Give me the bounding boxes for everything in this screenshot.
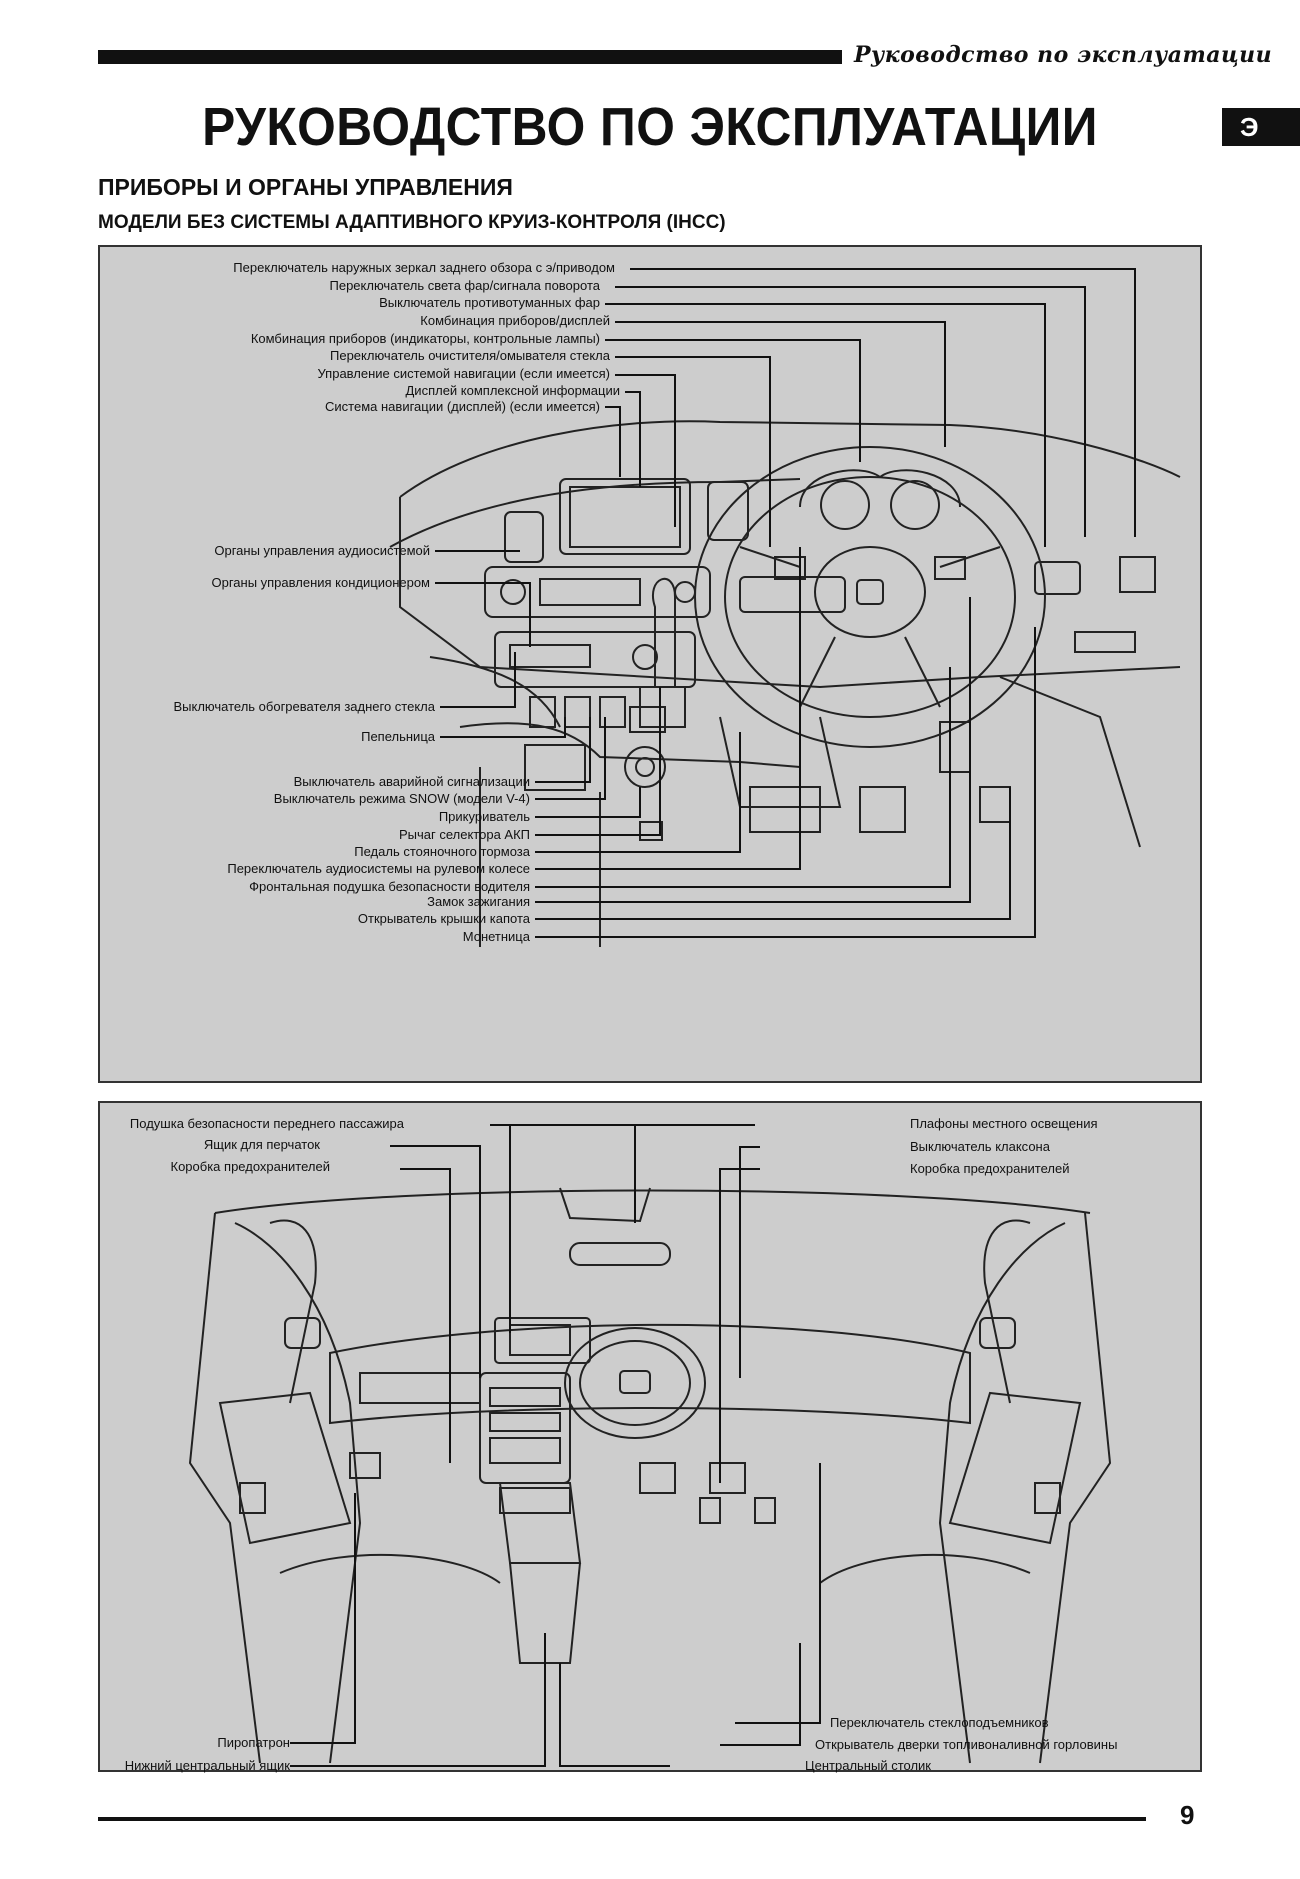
label-lower-center-box: Нижний центральный ящик: [124, 1758, 290, 1773]
label-fuel-door-opener: Открыватель дверки топливоналивной горло…: [815, 1737, 1118, 1752]
label-map-lights: Плафоны местного освещения: [910, 1116, 1098, 1131]
running-title: Руководство по эксплуатации: [854, 42, 1273, 68]
page-number: 9: [1180, 1800, 1195, 1830]
label-center-table: Центральный столик: [805, 1758, 931, 1773]
label-nav-controls: Управление системой навигации (если имее…: [317, 366, 611, 381]
label-parking-brake: Педаль стояночного тормоза: [354, 844, 530, 859]
interior-diagram: Подушка безопасности переднего пассажира…: [98, 1101, 1202, 1773]
label-hood-release: Открыватель крышки капота: [357, 911, 530, 926]
page-title: РУКОВОДСТВО ПО ЭКСПЛУАТАЦИИ: [202, 97, 1098, 157]
label-fuse-box-left: Коробка предохранителей: [170, 1159, 331, 1174]
label-audio-controls: Органы управления аудиосистемой: [214, 543, 430, 558]
dashboard-diagram: Переключатель наружных зеркал заднего об…: [98, 245, 1202, 1083]
label-fuse-box-right: Коробка предохранителей: [910, 1161, 1070, 1176]
label-horn-switch: Выключатель клаксона: [910, 1139, 1050, 1154]
label-instrument-indicators: Комбинация приборов (индикаторы, контрол…: [250, 331, 600, 346]
label-mirror-switch: Переключатель наружных зеркал заднего об…: [233, 260, 615, 275]
label-nav-system: Система навигации (дисплей) (если имеетс…: [325, 399, 600, 414]
label-snow-switch: Выключатель режима SNOW (модели V-4): [273, 791, 530, 806]
label-hazard-switch: Выключатель аварийной сигнализации: [293, 774, 530, 789]
label-pyro-cartridge: Пиропатрон: [217, 1735, 290, 1750]
footer-rule: [98, 1817, 1146, 1821]
label-instrument-display: Комбинация приборов/дисплей: [420, 313, 610, 328]
label-driver-airbag: Фронтальная подушка безопасности водител…: [249, 879, 530, 894]
section-heading: ПРИБОРЫ И ОРГАНЫ УПРАВЛЕНИЯ: [98, 174, 513, 200]
label-ignition: Замок зажигания: [427, 894, 530, 909]
label-wiper-switch: Переключатель очистителя/омывателя стекл…: [330, 348, 610, 363]
label-info-display: Дисплей комплексной информации: [405, 383, 621, 398]
label-headlight-switch: Переключатель света фар/сигнала поворота: [329, 278, 601, 293]
section-subheading: МОДЕЛИ БЕЗ СИСТЕМЫ АДАПТИВНОГО КРУИЗ-КОН…: [98, 212, 726, 233]
interior-drawing: [188, 1124, 1112, 1767]
label-rear-defrost: Выключатель обогревателя заднего стекла: [173, 699, 435, 714]
label-ashtray: Пепельница: [361, 729, 435, 744]
label-shift-lever: Рычаг селектора АКП: [398, 827, 530, 842]
dashboard-drawing: [389, 268, 1181, 947]
label-climate-controls: Органы управления кондиционером: [211, 575, 430, 590]
label-window-switch: Переключатель стеклоподъемников: [830, 1715, 1049, 1730]
label-glovebox: Ящик для перчаток: [203, 1137, 320, 1152]
section-tab: Э: [1222, 108, 1300, 146]
label-coin-box: Монетница: [462, 929, 530, 944]
label-foglight-switch: Выключатель противотуманных фар: [379, 295, 600, 310]
header-rule: [98, 50, 842, 64]
label-steering-audio: Переключатель аудиосистемы на рулевом ко…: [227, 861, 530, 876]
label-cigarette-lighter: Прикуриватель: [438, 809, 530, 824]
label-passenger-airbag: Подушка безопасности переднего пассажира: [129, 1116, 404, 1131]
